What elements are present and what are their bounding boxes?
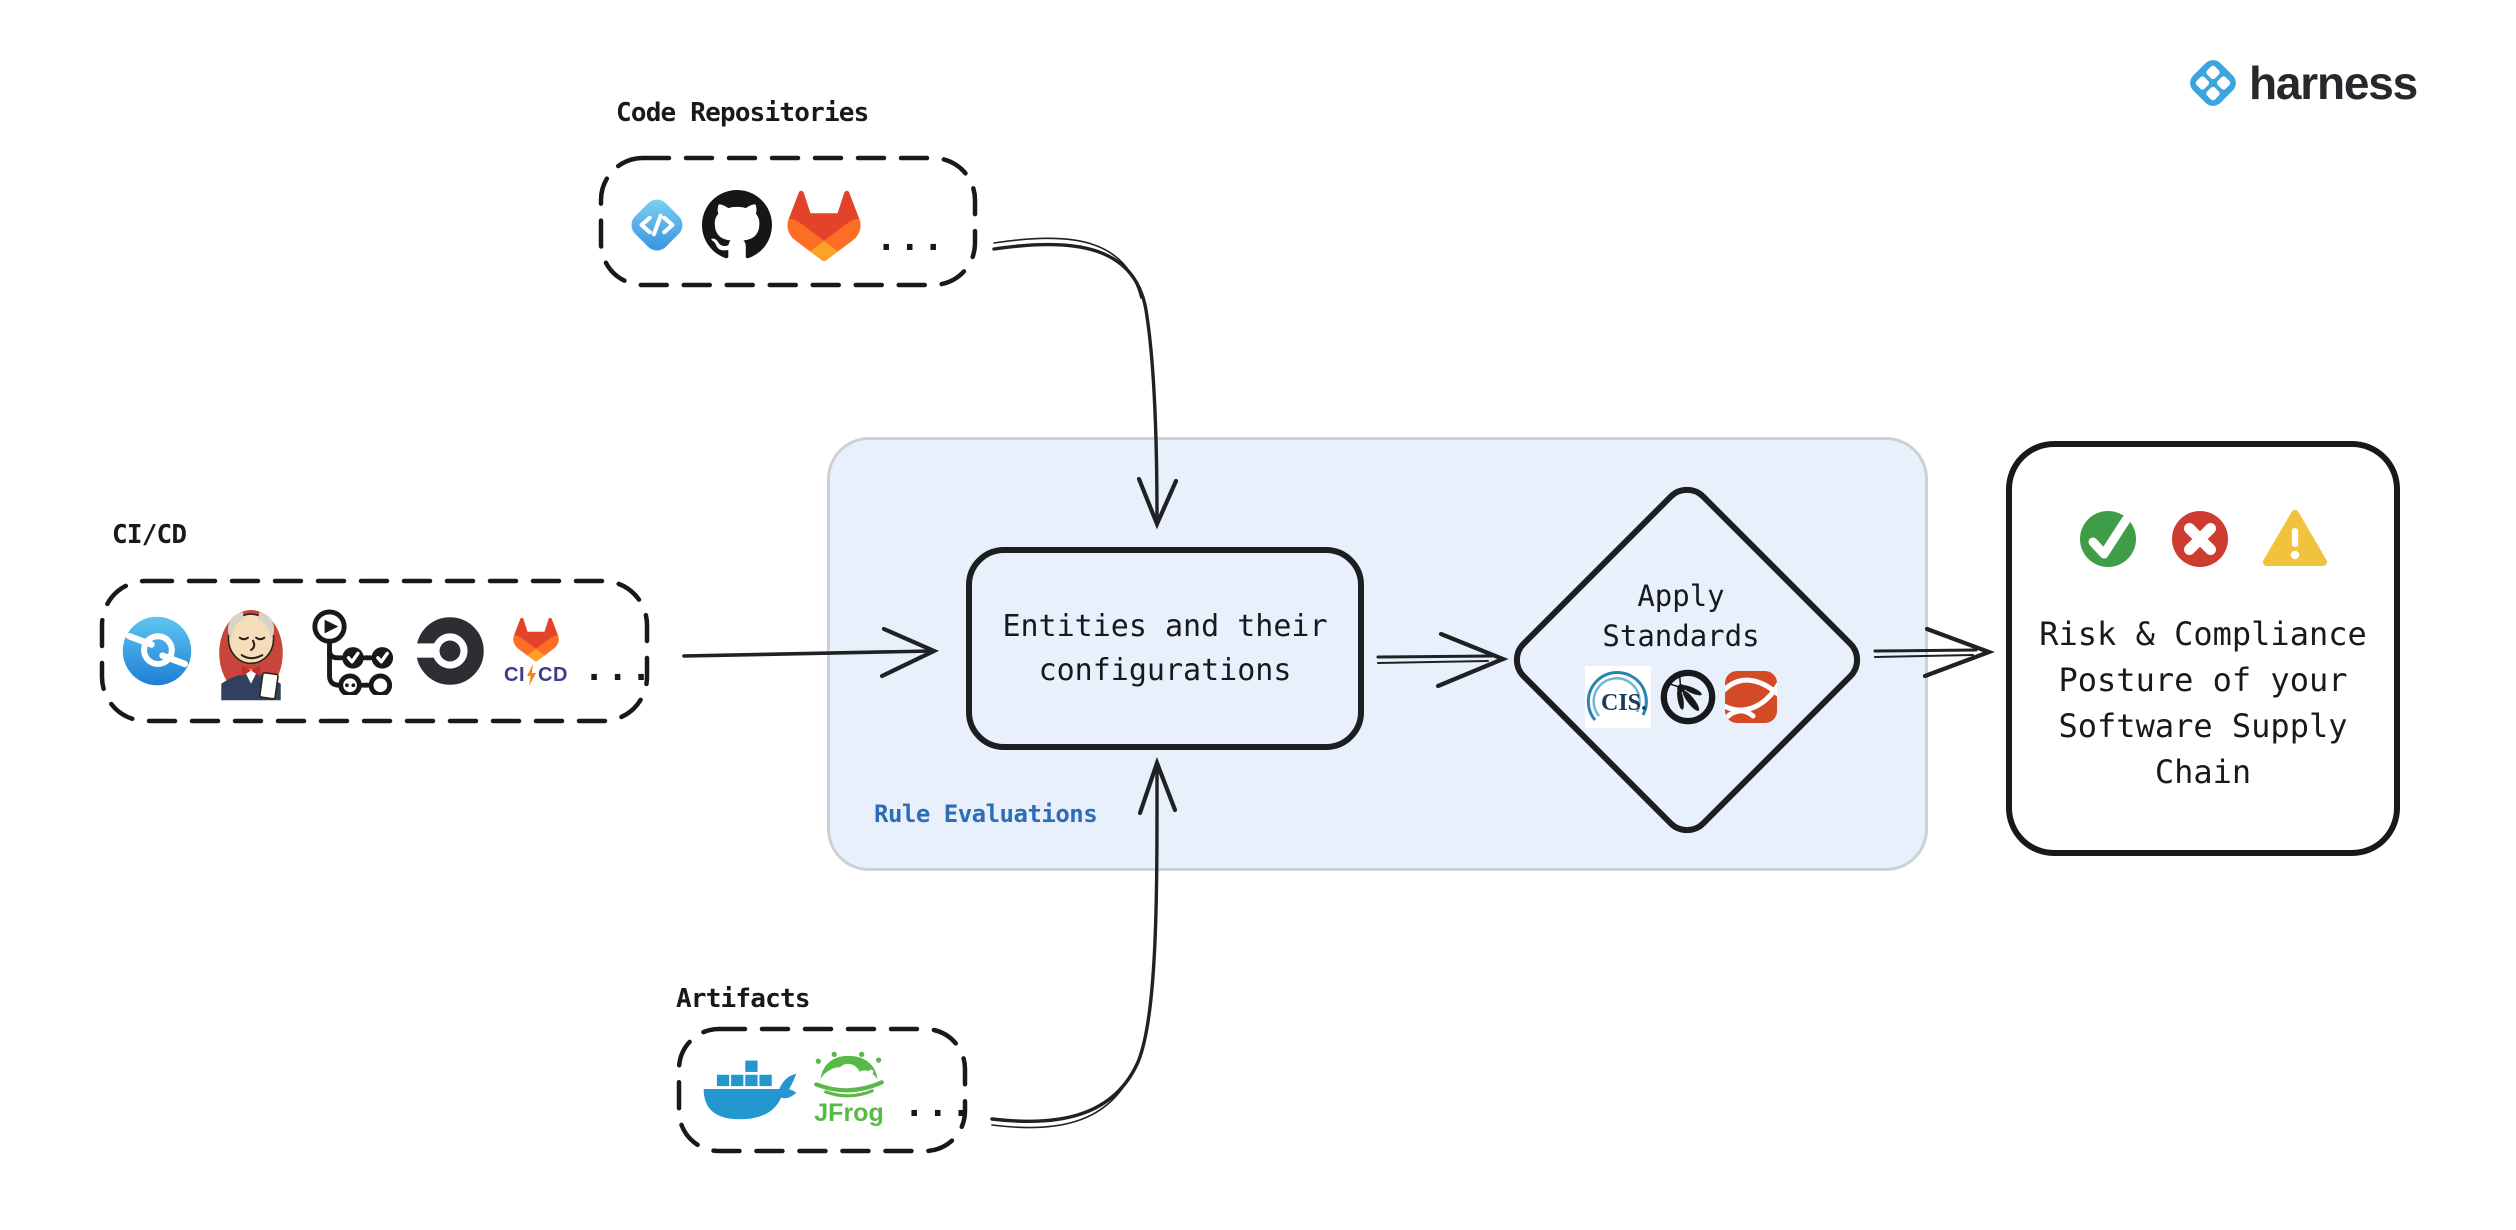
- standards-swoosh-icon: [1725, 671, 1777, 723]
- cis-text: CIS.: [1601, 690, 1647, 716]
- jfrog-splash-icon: [814, 1051, 884, 1097]
- apply-standards-text: Apply Standards: [1602, 579, 1760, 653]
- outcome-node: Risk & Compliance Posture of your Softwa…: [2006, 441, 2400, 856]
- artifacts-icons: JFrog ...: [698, 1044, 974, 1132]
- artifacts-label: Artifacts: [676, 984, 810, 1014]
- check-icon: [2080, 511, 2136, 567]
- warning-icon: [2263, 510, 2327, 566]
- code-repositories-icons: ...: [624, 188, 946, 262]
- gitlab-ci-text: CI: [504, 663, 525, 686]
- cicd-label: CI/CD: [112, 520, 187, 550]
- arrow-entities-to-diamond: [1376, 654, 1494, 659]
- jfrog-wordmark: JFrog: [814, 1098, 884, 1127]
- owasp-icon: [1660, 669, 1716, 725]
- github-icon: [702, 190, 772, 259]
- cicd-icons: CI CD ...: [120, 592, 654, 710]
- outcome-icons: [2078, 509, 2328, 569]
- cicd-box: [99, 578, 650, 724]
- outcome-text: Risk & Compliance Posture of your Softwa…: [2039, 615, 2367, 791]
- github-actions-icon: [312, 609, 394, 695]
- apply-standards-content: Apply Standards CIS.: [1551, 576, 1811, 728]
- code-repositories-label: Code Repositories: [616, 98, 869, 128]
- rule-evaluations-label: Rule Evaluations: [874, 800, 1098, 828]
- standards-icons: CIS.: [1585, 666, 1777, 728]
- harness-logo: harness: [2186, 56, 2418, 110]
- artifacts-more: ...: [904, 1085, 975, 1125]
- jfrog-icon: JFrog: [812, 1051, 886, 1126]
- harness-code-icon: [631, 199, 683, 251]
- gitlab-icon: [513, 617, 559, 661]
- cis-icon: CIS.: [1585, 666, 1651, 728]
- arrow-repos-to-entities: [992, 242, 1159, 521]
- code-repositories-more: ...: [876, 219, 947, 259]
- arrow-diamond-to-outcome: [1873, 648, 1978, 653]
- harness-wordmark: harness: [2249, 57, 2418, 109]
- cicd-more: ...: [583, 649, 655, 689]
- gitlab-cicd-icon: CI CD: [504, 616, 568, 687]
- arrow-artifacts-to-entities: [990, 766, 1159, 1123]
- entities-node: Entities and their configurations: [966, 547, 1364, 750]
- harness-ci-icon: [122, 616, 192, 686]
- circleci-icon: [412, 617, 484, 685]
- cross-icon: [2172, 511, 2228, 567]
- lightning-bolt-icon: [527, 664, 536, 686]
- docker-icon: [703, 1060, 797, 1120]
- gitlab-cicd-text: CI CD: [504, 664, 568, 687]
- arrow-cicd-to-entities: [682, 649, 934, 658]
- jenkins-icon: [219, 610, 283, 701]
- artifacts-box: [676, 1026, 968, 1154]
- code-repositories-box: [598, 155, 978, 288]
- gitlab-cd-text: CD: [538, 663, 568, 686]
- rule-evaluations-panel: [827, 437, 1928, 871]
- harness-logo-icon: [2190, 60, 2236, 106]
- gitlab-icon: [787, 190, 861, 262]
- entities-node-text: Entities and their configurations: [1002, 608, 1328, 688]
